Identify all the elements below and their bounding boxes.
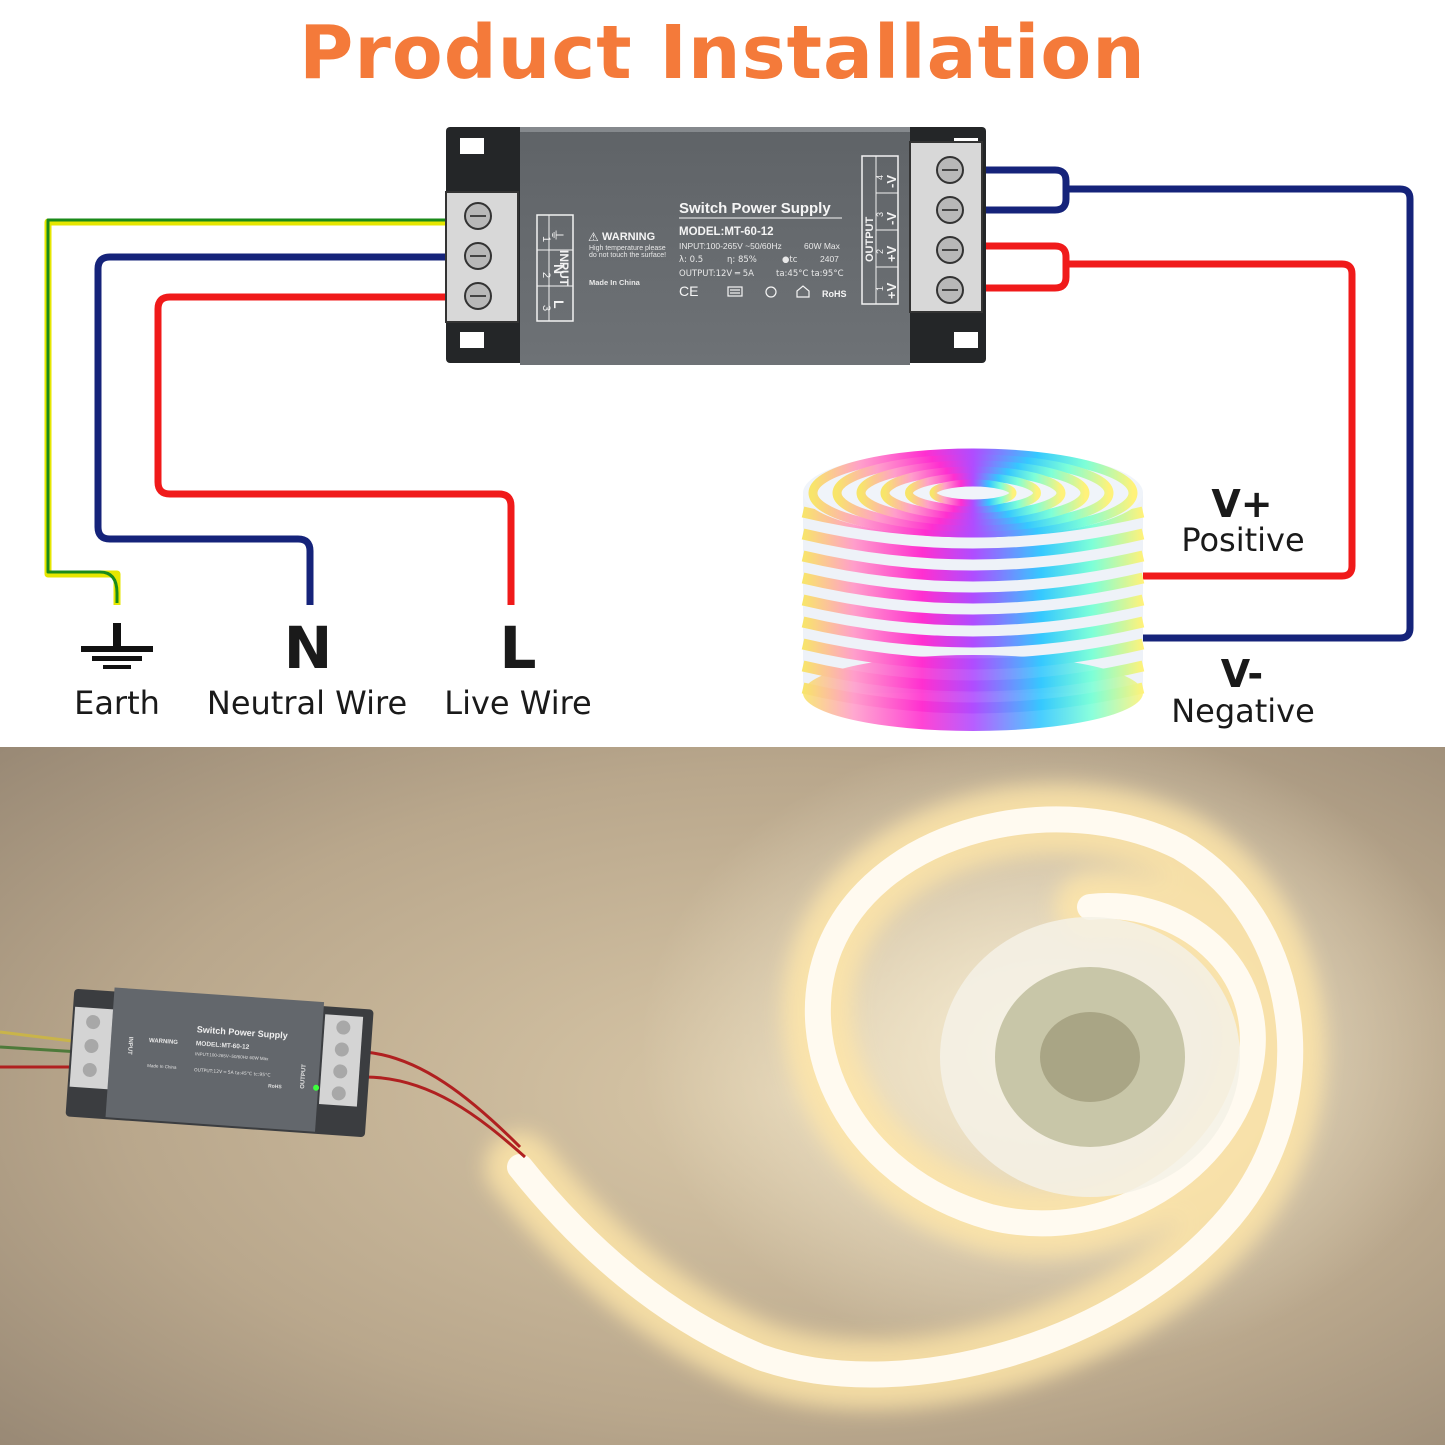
output-pin-3: 3 xyxy=(875,212,885,217)
coil-band xyxy=(801,572,1145,604)
photo-box-output-label: OUTPUT xyxy=(300,1064,308,1089)
output-pin-2: 2 xyxy=(875,249,885,254)
negative-symbol: V- xyxy=(1220,652,1264,696)
positive-label: Positive xyxy=(1181,521,1305,559)
photo-box-model: MODEL:MT-60-12 xyxy=(196,1040,250,1051)
input-term-earth: ⏚ xyxy=(548,228,564,242)
output-term-1: +V xyxy=(884,282,899,299)
photo-box-output: OUTPUT:12V ═ 5A ta:45°C tc:95°C xyxy=(194,1067,271,1078)
indoor-icon xyxy=(796,285,810,298)
output-positive-wires xyxy=(955,242,1356,580)
box-tc: ●tc xyxy=(782,255,798,265)
output-term-4: -V xyxy=(884,175,899,188)
led-strip-reel-photo xyxy=(940,917,1240,1197)
coil-band xyxy=(801,528,1145,560)
box-input-spec: INPUT:100-265V ~50/60Hz xyxy=(679,241,782,251)
warning-icon: ⚠ xyxy=(588,230,599,244)
box-efficiency: η: 85% xyxy=(727,255,757,265)
earth-ground-icon xyxy=(81,623,153,669)
earth-wire xyxy=(44,218,470,605)
box-date-code: 2407 xyxy=(820,254,839,264)
status-led-icon xyxy=(313,1084,320,1091)
earth-label: Earth xyxy=(74,684,160,722)
box-warning-note-2: do not touch the surface! xyxy=(589,252,666,259)
positive-symbol: V+ xyxy=(1211,482,1273,526)
input-pin-3: 3 xyxy=(540,305,552,311)
output-label: OUTPUT xyxy=(864,217,876,263)
box-lambda: λ: 0.5 xyxy=(679,255,703,265)
input-term-n: N xyxy=(551,264,567,274)
coil-band xyxy=(801,594,1145,626)
output-negative-wires xyxy=(955,166,1414,642)
lamp-icon xyxy=(765,286,777,298)
box-origin: Made In China xyxy=(589,278,641,287)
photo-box-input: INPUT:100-265V~50/60Hz 60W Max xyxy=(195,1051,269,1061)
output-term-3: -V xyxy=(884,212,899,225)
box-temps: ta:45°C ta:95°C xyxy=(776,269,844,279)
input-term-l: L xyxy=(551,300,567,309)
coil-band xyxy=(801,616,1145,648)
photo-box-warning: WARNING xyxy=(149,1038,179,1046)
photo-box-cert: RoHS xyxy=(268,1083,283,1090)
coil-band xyxy=(801,550,1145,582)
live-symbol: L xyxy=(499,614,537,682)
neutral-wire xyxy=(94,253,472,605)
box-warning: WARNING xyxy=(602,231,655,243)
page-title: Product Installation xyxy=(299,10,1146,96)
ce-mark: CE xyxy=(679,283,698,299)
photo-box-origin: Made In China xyxy=(147,1063,177,1070)
box-model: MODEL:MT-60-12 xyxy=(679,226,774,238)
output-term-2: +V xyxy=(884,245,899,262)
led-strip-reel xyxy=(801,448,1145,731)
box-name: Switch Power Supply xyxy=(679,200,831,217)
photo-box-input-label: INPUT xyxy=(126,1036,133,1055)
power-supply-diagram: 1 2 3 ⏚ N L INPUT Switch Power Supply ⚠ … xyxy=(445,127,986,365)
negative-label: Negative xyxy=(1171,692,1315,730)
neutral-symbol: N xyxy=(283,614,333,682)
output-pin-1: 1 xyxy=(875,286,885,291)
input-label: INPUT xyxy=(557,250,571,287)
box-output-spec: OUTPUT:12V ═ 5A xyxy=(679,269,754,279)
power-supply-photo: Switch Power Supply WARNING MODEL:MT-60-… xyxy=(65,987,374,1138)
live-label: Live Wire xyxy=(444,684,592,722)
installed-product-photo: Switch Power Supply WARNING MODEL:MT-60-… xyxy=(0,747,1445,1445)
wiring-diagram: 1 2 3 ⏚ N L INPUT Switch Power Supply ⚠ … xyxy=(44,127,1414,731)
neutral-label: Neutral Wire xyxy=(206,684,408,722)
output-pin-4: 4 xyxy=(875,175,885,180)
input-pin-1: 1 xyxy=(540,236,552,242)
photo-wires xyxy=(0,1030,526,1159)
wiring-diagram-panel: Product Installation xyxy=(44,10,1414,731)
glowing-led-strip xyxy=(485,784,1326,1410)
live-wire xyxy=(154,293,515,605)
rohs-mark: RoHS xyxy=(822,289,847,299)
class2-icon xyxy=(727,286,743,297)
box-max-power: 60W Max xyxy=(804,241,841,251)
box-warning-note-1: High temperature please xyxy=(589,245,666,252)
input-pin-2: 2 xyxy=(540,272,552,278)
